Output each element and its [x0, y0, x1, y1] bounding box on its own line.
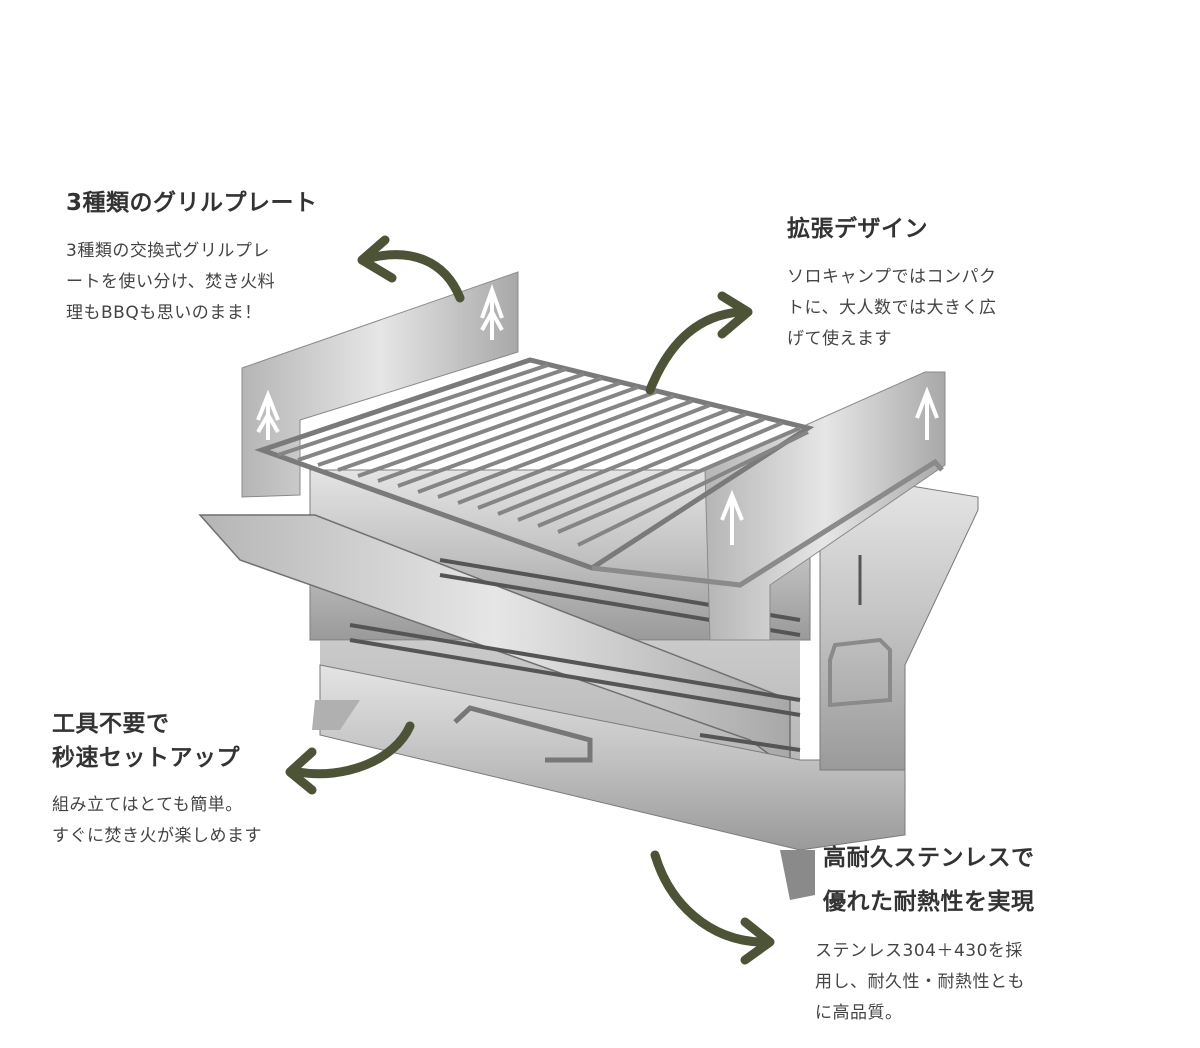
feature-desc-line: 組み立てはとても簡単。: [52, 795, 243, 815]
feature-title-line: 秒速セットアップ: [52, 745, 240, 771]
feature-desc-line: 理もBBQも思いのまま！: [66, 303, 262, 323]
grill-grate: [254, 357, 944, 588]
feature-desc-line: 3種類の交換式グリルプレ: [66, 241, 270, 261]
feature-desc-line: ステンレス304＋430を採: [815, 941, 1023, 961]
charcoal-grate: [349, 558, 801, 752]
right-side-panel: [819, 484, 979, 771]
feature-desc: 組み立てはとても簡単。 すぐに焚き火が楽しめます: [52, 790, 262, 852]
arrow-grill-plate: [357, 235, 465, 303]
bottom-tray: [312, 664, 906, 900]
feature-expansion-design: 拡張デザイン ソロキャンプではコンパク トに、大人数では大きく広 げて使えます: [787, 212, 997, 355]
feature-desc-line: に高品質。: [815, 1003, 903, 1023]
feature-title-line: 優れた耐熱性を実現: [823, 889, 1035, 915]
feature-desc: ソロキャンプではコンパク トに、大人数では大きく広 げて使えます: [787, 262, 997, 355]
feature-desc-line: トに、大人数では大きく広: [787, 298, 997, 318]
feature-desc-line: 用し、耐久性・耐熱性とも: [815, 972, 1025, 992]
feature-title: 工具不要で 秒速セットアップ: [52, 707, 262, 775]
left-wind-plate: [241, 271, 519, 498]
feature-desc: 3種類の交換式グリルプレ ートを使い分け、焚き火料 理もBBQも思いのまま！: [66, 236, 318, 329]
arrow-stainless: [650, 850, 775, 965]
feature-title-line: 高耐久ステンレスで: [823, 845, 1035, 871]
feature-desc-line: げて使えます: [787, 329, 892, 349]
arrow-setup: [285, 721, 415, 795]
feature-grill-plates: 3種類のグリルプレート 3種類の交換式グリルプレ ートを使い分け、焚き火料 理も…: [66, 186, 318, 329]
feature-tool-free-setup: 工具不要で 秒速セットアップ 組み立てはとても簡単。 すぐに焚き火が楽しめます: [52, 707, 262, 852]
feature-desc-line: ートを使い分け、焚き火料: [66, 272, 276, 292]
feature-desc-line: ソロキャンプではコンパク: [787, 267, 997, 287]
feature-stainless-durability: 高耐久ステンレスで 優れた耐熱性を実現 ステンレス304＋430を採 用し、耐久…: [815, 836, 1035, 1029]
feature-title: 3種類のグリルプレート: [66, 190, 318, 216]
feature-desc-line: すぐに焚き火が楽しめます: [52, 826, 262, 846]
feature-title: 拡張デザイン: [787, 216, 928, 242]
feature-desc: ステンレス304＋430を採 用し、耐久性・耐熱性とも に高品質。: [815, 936, 1035, 1029]
right-wind-plate: [704, 371, 946, 641]
feature-title: 高耐久ステンレスで 優れた耐熱性を実現: [823, 836, 1035, 924]
feature-title-line: 工具不要で: [52, 711, 170, 737]
arrow-expansion: [645, 291, 753, 395]
